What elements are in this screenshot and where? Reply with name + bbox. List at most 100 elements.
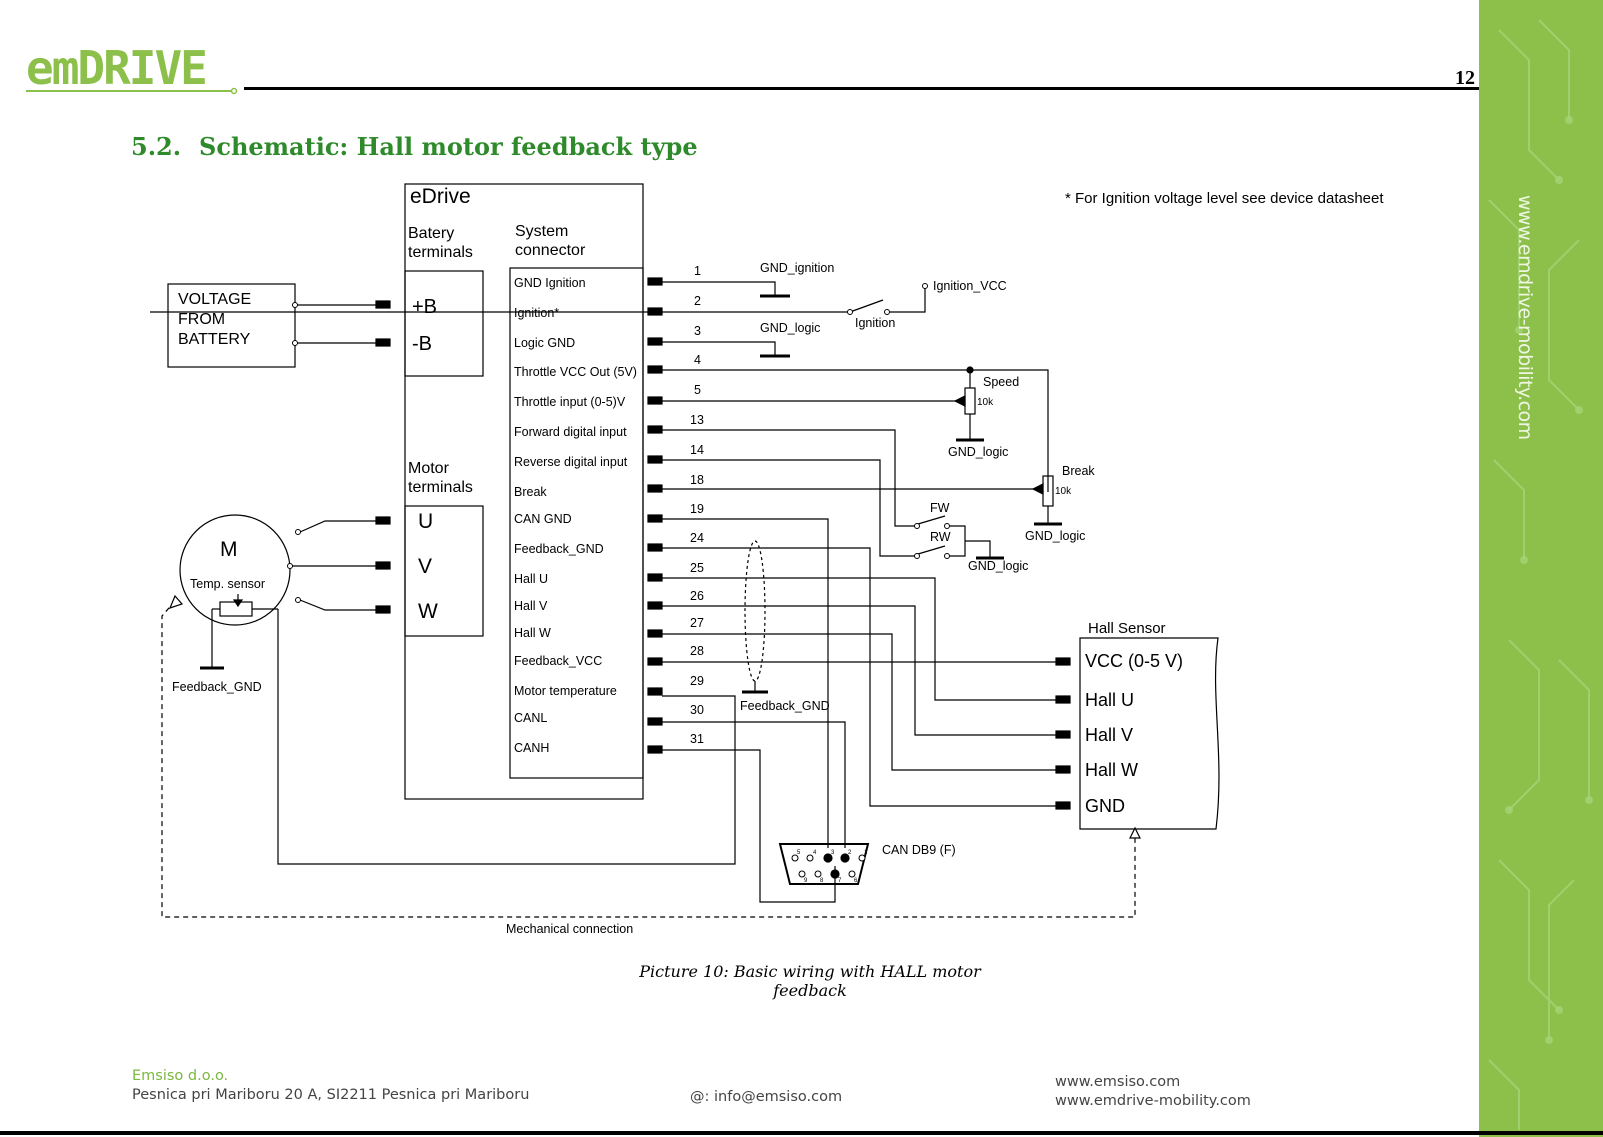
battery-terminals-label-2: terminals [408,244,473,261]
pin-number: 5 [694,383,701,397]
motor-label: M [220,538,238,561]
pin-label: Throttle input (0-5)V [514,395,626,409]
figure-caption: Picture 10: Basic wiring with HALL motor… [639,962,981,1000]
footer-web-link-1[interactable]: www.emsiso.com [1055,1074,1181,1090]
mechanical-connection-label: Mechanical connection [506,922,633,936]
hall-pin-vcc: VCC (0-5 V) [1085,651,1183,671]
svg-text:5: 5 [797,850,801,856]
device-title: eDrive [410,185,471,208]
hall-sensor-box [1079,637,1220,830]
pin-number: 3 [694,324,701,338]
pin-label: Hall U [514,572,548,586]
can-db9-label: CAN DB9 (F) [882,843,956,857]
pin-label: Ignition* [514,306,559,320]
pin-label: Forward digital input [514,425,627,439]
pin-number: 18 [690,473,704,487]
battery-box-line-2: FROM [178,311,225,328]
motor-pin-w: W [418,600,438,623]
pin-label: CANL [514,711,547,725]
sidebar-url: www.emdrive-mobility.com [1514,195,1536,440]
gnd-ignition-label: GND_ignition [760,261,834,275]
gnd-logic-label-4: GND_logic [968,559,1028,573]
pin-label: Hall W [514,626,551,640]
gnd-logic-label-1: GND_logic [760,321,820,335]
pin-number: 1 [694,264,701,278]
hall-sensor-title: Hall Sensor [1088,620,1166,637]
motor-circle [179,514,291,626]
hall-pin-u: Hall U [1085,690,1134,710]
gnd-logic-label-2: GND_logic [948,445,1008,459]
pin-number: 26 [690,589,704,603]
pin-number: 14 [690,443,704,457]
green-sidebar [1479,0,1603,1137]
svg-text:4: 4 [813,850,817,856]
pin-plus-b: +B [412,296,437,318]
battery-box-line-1: VOLTAGE [178,291,251,308]
pin-number: 19 [690,502,704,516]
pin-label: Throttle VCC Out (5V) [514,365,637,379]
motor-terminals-label-1: Motor [408,460,450,477]
pin-number: 29 [690,674,704,688]
pin-label: Hall V [514,599,548,613]
circuit-decoration-icon [1488,19,1593,1130]
temp-sensor-label: Temp. sensor [190,577,265,591]
pin-label: Motor temperature [514,684,617,698]
section-title-text: Schematic: Hall motor feedback type [199,132,698,161]
pin-number: 31 [690,732,704,746]
shield-feedback-gnd-label: Feedback_GND [740,699,830,713]
hall-pin-gnd: GND [1085,796,1125,816]
pin-number: 25 [690,561,704,575]
section-number: 5.2. [131,132,182,161]
svg-text:3: 3 [831,850,835,856]
pin-label: CAN GND [514,512,572,526]
speed-label: Speed [983,375,1019,389]
ignition-note: * For Ignition voltage level see device … [1065,190,1384,207]
hall-pin-v: Hall V [1085,725,1133,745]
svg-text:8: 8 [820,878,824,884]
svg-text:1: 1 [864,850,868,856]
motor-pin-u: U [418,510,433,533]
battery-box-line-3: BATTERY [178,331,251,348]
section-title: 5.2. Schematic: Hall motor feedback type [131,132,698,161]
motor-pin-v: V [418,555,432,578]
motor-feedback-gnd-label: Feedback_GND [172,680,262,694]
pin-label: Logic GND [514,336,575,350]
battery-terminals-label-1: Batery [408,225,454,242]
ignition-vcc-label: Ignition_VCC [933,279,1007,293]
logo-text: emDRIVE [26,44,206,95]
hall-pin-w: Hall W [1085,760,1138,780]
header-rule [244,87,1479,90]
svg-text:2: 2 [848,850,852,856]
hall-wiring-schematic: eDrive Batery terminals System connector… [150,183,1384,936]
fw-label: FW [930,501,950,515]
motor-terminals-label-2: terminals [408,479,473,496]
rw-label: RW [930,530,951,544]
pin-label: Break [514,485,547,499]
footer-address: Pesnica pri Mariboru 20 A, SI2211 Pesnic… [132,1087,530,1103]
pin-number: 4 [694,353,701,367]
svg-text:6: 6 [854,878,858,884]
pin-number: 2 [694,294,701,308]
pin-number: 27 [690,616,704,630]
footer-web-link-2[interactable]: www.emdrive-mobility.com [1055,1093,1251,1109]
pin-label: Feedback_GND [514,542,604,556]
pin-number: 30 [690,703,704,717]
footer-company: Emsiso d.o.o. [132,1068,229,1084]
emdrive-logo: emDRIVE [24,41,239,96]
pin-number: 13 [690,413,704,427]
gnd-logic-label-3: GND_logic [1025,529,1085,543]
pin-label: Reverse digital input [514,455,628,469]
pin-label: GND Ignition [514,276,586,290]
speed-pot-value: 10k [977,397,994,408]
battery-box [167,283,296,368]
pin-minus-b: -B [412,333,432,355]
pin-number: 24 [690,531,704,545]
footer-email[interactable]: @: info@emsiso.com [690,1089,843,1105]
break-label: Break [1062,464,1095,478]
ignition-switch-label: Ignition [855,316,895,330]
system-connector-label-1: System [515,223,568,240]
pin-label: Feedback_VCC [514,654,602,668]
pin-label: CANH [514,741,549,755]
db9-connector [778,843,870,885]
